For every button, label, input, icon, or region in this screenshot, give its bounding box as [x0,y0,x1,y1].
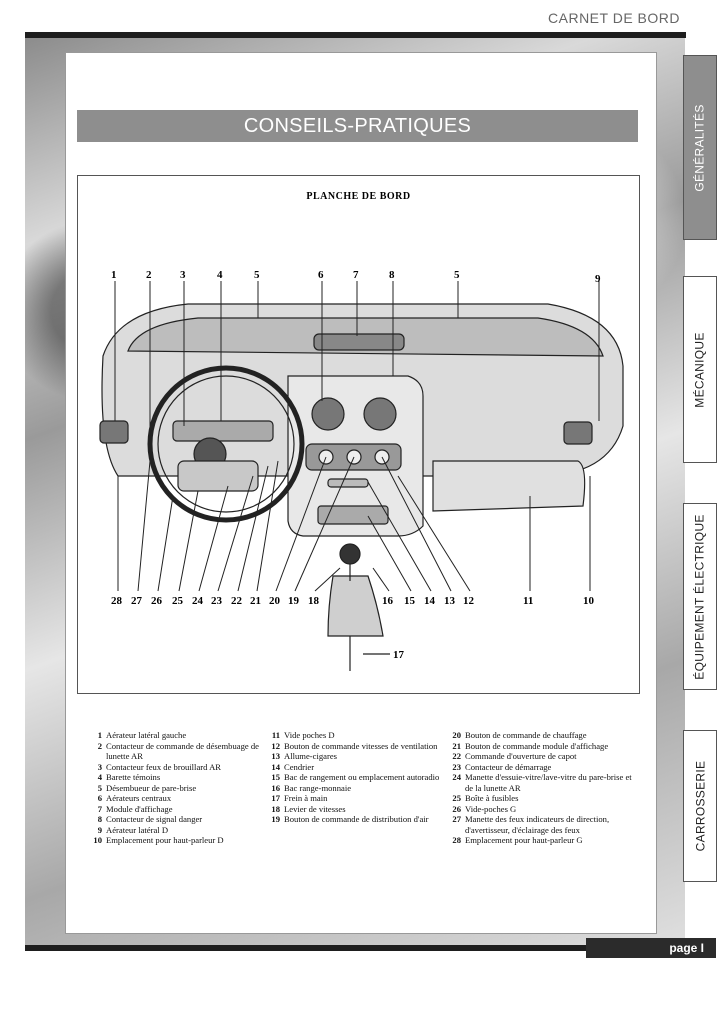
callout-25: 25 [172,595,184,607]
header-title: CARNET DE BORD [548,10,680,26]
callout-7: 7 [353,269,359,281]
tab-equipement-electrique[interactable]: ÉQUIPEMENT ÉLECTRIQUE [683,503,717,690]
callout-13: 13 [444,595,456,607]
callout-11: 11 [523,595,533,607]
tab-carrosserie[interactable]: CARROSSERIE [683,730,717,882]
callout-28: 28 [111,595,123,607]
page-number: page I [586,938,716,958]
callout-22: 22 [231,595,243,607]
callout-5a: 5 [254,269,260,281]
tab-mecanique[interactable]: MÉCANIQUE [683,276,717,463]
dashboard-illustration: 1 2 3 4 5 6 7 8 5 9 [99,269,624,671]
callout-1: 1 [111,269,117,281]
callout-10: 10 [583,595,595,607]
callout-18: 18 [308,595,320,607]
section-banner: CONSEILS-PRATIQUES [77,110,638,142]
callout-4: 4 [217,269,223,281]
figure-title: PLANCHE DE BORD [306,191,411,202]
callout-5b: 5 [454,269,460,281]
callout-9: 9 [595,273,601,285]
callout-20: 20 [269,595,281,607]
callout-16: 16 [382,595,394,607]
callout-12: 12 [463,595,475,607]
dashboard-figure: PLANCHE DE BORD [77,175,640,694]
callout-2: 2 [146,269,152,281]
top-rule [25,32,686,38]
callout-6: 6 [318,269,324,281]
callout-14: 14 [424,595,436,607]
callout-8: 8 [389,269,395,281]
callout-26: 26 [151,595,163,607]
callout-15: 15 [404,595,416,607]
callout-23: 23 [211,595,223,607]
callout-3: 3 [180,269,186,281]
bottom-callouts: 28 27 26 25 24 23 22 21 20 19 18 16 15 1… [111,595,595,661]
callout-19: 19 [288,595,300,607]
callout-17: 17 [393,649,405,661]
callout-27: 27 [131,595,143,607]
bottom-rule [25,945,686,951]
tab-generalites[interactable]: GÉNÉRALITÉS [683,55,717,240]
callout-24: 24 [192,595,204,607]
callout-21: 21 [250,595,261,607]
top-callouts: 1 2 3 4 5 6 7 8 5 9 [111,269,601,285]
